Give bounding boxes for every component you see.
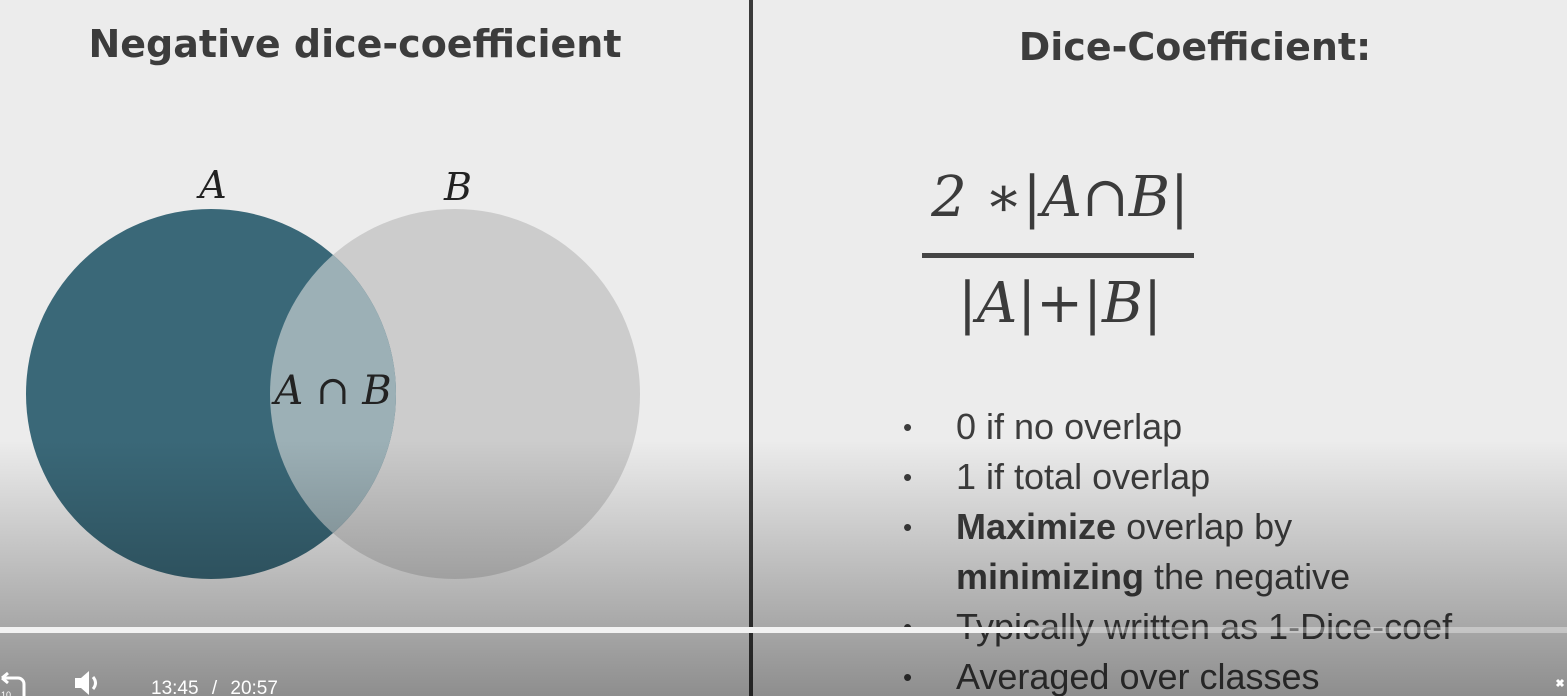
- bullet-dot: •: [903, 662, 913, 692]
- time-separator: /: [211, 678, 218, 696]
- bullet-text: 0 if no overlap: [956, 406, 1183, 447]
- replay-10-button[interactable]: 10: [0, 668, 34, 696]
- bullet-item: • Maximize overlap by minimizing the neg…: [900, 502, 1560, 602]
- right-slide-title: Dice-Coefficient:: [1018, 25, 1372, 69]
- volume-icon: [75, 671, 97, 695]
- formula-numerator: 2 ∗|A∩B|: [931, 165, 1189, 230]
- set-a-label: A: [196, 163, 226, 207]
- bullet-text: Typically written as 1-Dice-coef: [956, 606, 1453, 647]
- fullscreen-button[interactable]: [1551, 668, 1567, 696]
- bullet-dot: •: [903, 512, 913, 542]
- bullet-bold-word: minimizing: [956, 556, 1144, 597]
- player-controls: 10 13:45 / 20:57: [0, 664, 1567, 696]
- bullet-item: • Averaged over classes: [900, 652, 1560, 696]
- intersection-region: [270, 209, 396, 579]
- bullet-line: minimizing the negative: [956, 552, 1560, 602]
- bullet-line: Maximize overlap by: [956, 502, 1560, 552]
- intersection-label: A ∩ B: [270, 368, 391, 414]
- progress-bar[interactable]: [0, 627, 1567, 633]
- dice-formula: 2 ∗|A∩B| |A|+|B|: [900, 165, 1210, 355]
- set-b-label: B: [443, 165, 472, 209]
- slide-divider: [749, 0, 753, 696]
- left-slide-title: Negative dice-coefficient: [88, 22, 622, 66]
- replay-10-icon: 10: [1, 671, 26, 696]
- volume-button[interactable]: [72, 668, 106, 696]
- bullet-item: • 0 if no overlap: [900, 402, 1560, 452]
- replay-seconds-label: 10: [1, 690, 11, 696]
- formula-denominator: |A|+|B|: [958, 271, 1162, 336]
- bullet-text: Averaged over classes: [956, 656, 1320, 696]
- duration: 20:57: [230, 678, 278, 696]
- venn-diagram: A B A ∩ B: [26, 163, 640, 579]
- bullet-text: 1 if total overlap: [956, 456, 1211, 497]
- bullet-bold-word: Maximize: [956, 506, 1117, 547]
- bullet-item: • Typically written as 1-Dice-coef: [900, 602, 1560, 652]
- fraction-bar: [922, 253, 1194, 258]
- bullet-text: overlap by: [1116, 506, 1293, 547]
- progress-fill: [0, 627, 1030, 633]
- time-display: 13:45 / 20:57: [151, 678, 286, 696]
- bullet-dot: •: [903, 412, 913, 442]
- bullet-list: • 0 if no overlap • 1 if total overlap •…: [900, 402, 1560, 696]
- bullet-item: • 1 if total overlap: [900, 452, 1560, 502]
- current-time: 13:45: [151, 678, 199, 696]
- bullet-text: the negative: [1144, 556, 1351, 597]
- bullet-dot: •: [903, 462, 913, 492]
- fullscreen-icon: [1555, 678, 1565, 688]
